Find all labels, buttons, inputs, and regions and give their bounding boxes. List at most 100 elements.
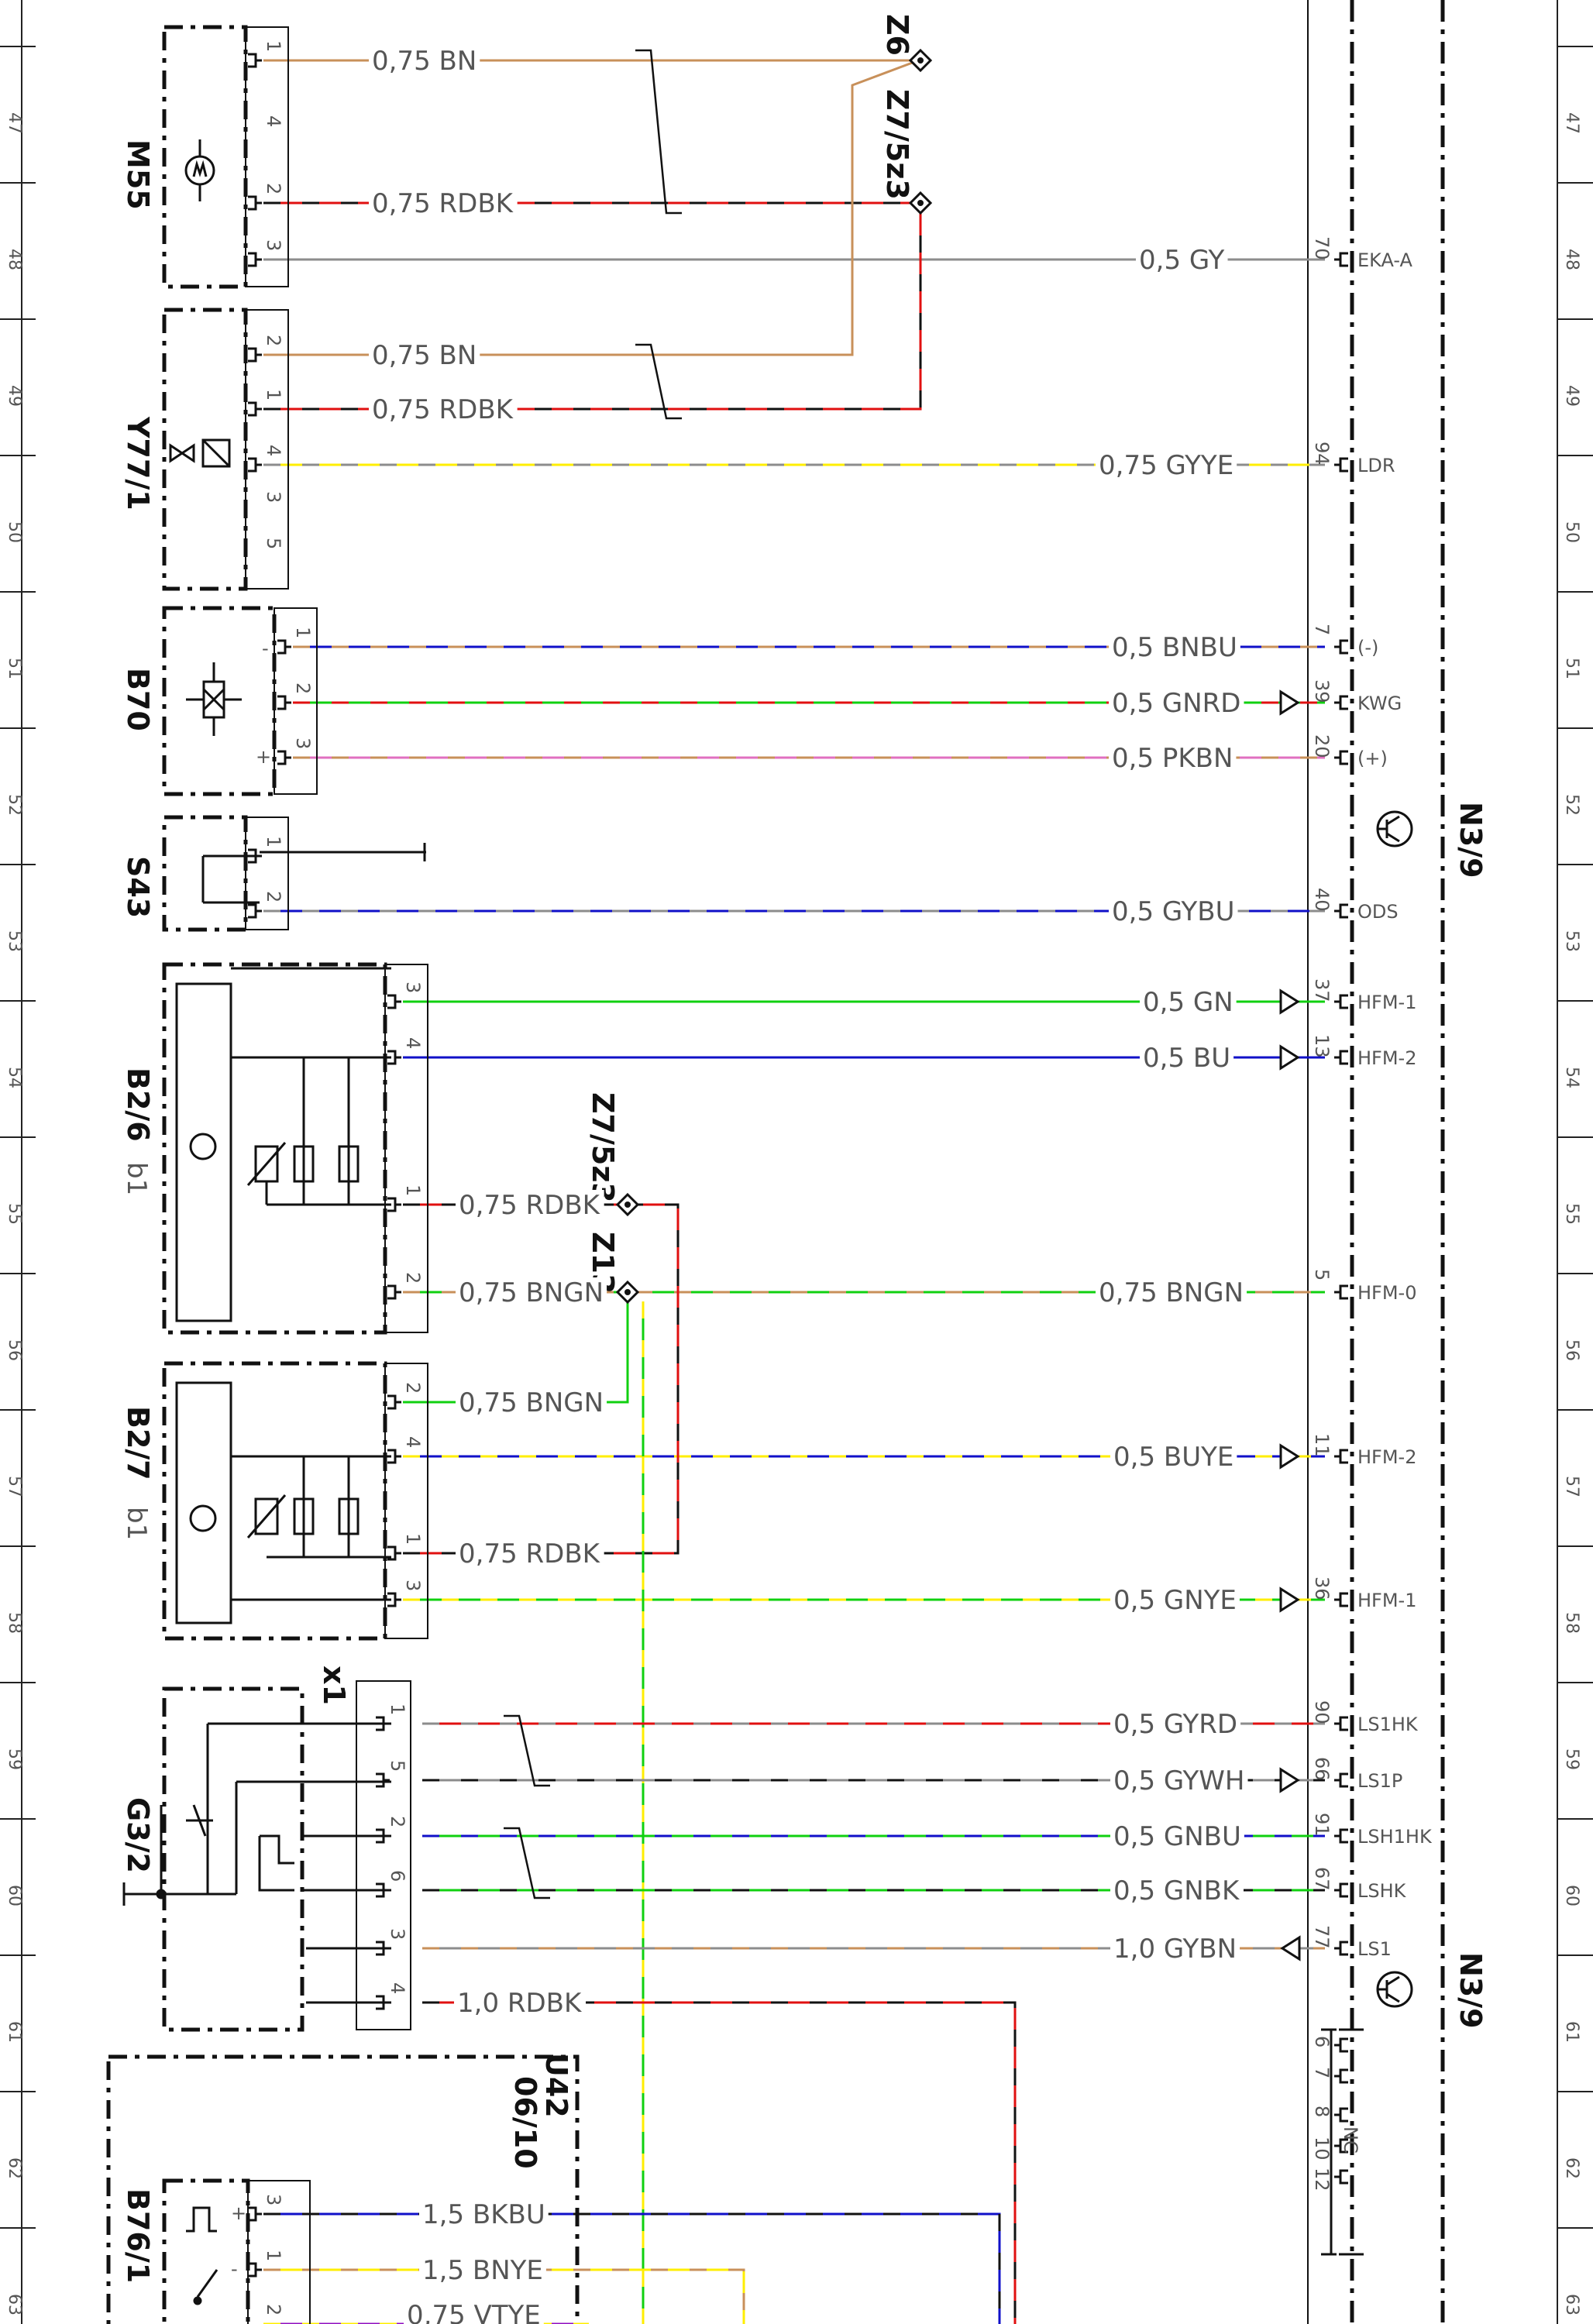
pin-number: 1 — [263, 836, 284, 847]
pin-connector — [246, 457, 263, 473]
grid-number: 57 — [5, 1476, 24, 1497]
pin-number: 4 — [402, 1436, 424, 1448]
grid-number: 63 — [5, 2294, 24, 2315]
grid-number: 52 — [5, 794, 24, 816]
pin-number: 10 — [1311, 2137, 1333, 2161]
pin-number: 1 — [387, 1703, 408, 1715]
label-g32: G3/2 — [121, 1797, 155, 1873]
wire-label: 0,75 RDBK — [459, 1538, 601, 1569]
label-b26: B2/6 — [121, 1067, 155, 1142]
arrow-in-icon — [1279, 989, 1299, 1014]
label-b76: B76/1 — [121, 2188, 155, 2283]
arrow-in-icon — [1279, 1444, 1299, 1469]
pin-number: 3 — [263, 2194, 284, 2205]
grid-number: 48 — [1562, 249, 1581, 270]
pin-number: 40 — [1311, 888, 1333, 912]
pin-connector — [386, 1394, 403, 1410]
pin-number: 5 — [387, 1760, 408, 1772]
signal-name: HFM-2 — [1357, 1446, 1417, 1468]
grid-number: 50 — [1562, 521, 1581, 543]
signal-name: LDR — [1357, 455, 1395, 476]
wire-label: 0,5 GY — [1139, 245, 1225, 276]
signal-name: NC — [1340, 2126, 1361, 2154]
wire-label: 0,75 RDBK — [459, 1190, 601, 1221]
pin-number: 2 — [263, 891, 284, 902]
wire-b27-1 — [403, 1203, 680, 1555]
pin-number: 1 — [263, 389, 284, 401]
wire-label: 0,75 VTYE — [407, 2300, 541, 2324]
wire-label: 0,5 BNBU — [1112, 632, 1237, 663]
pin-number: 1 — [402, 1184, 424, 1196]
grid-number: 55 — [1562, 1203, 1581, 1225]
wire-label: 0,5 GYRD — [1113, 1709, 1237, 1740]
pin-number: 77 — [1311, 1925, 1333, 1949]
pin-number: 1 — [292, 627, 314, 638]
arrow-out-icon — [1281, 1936, 1301, 1961]
signal-name: (-) — [1357, 637, 1378, 658]
label-n39-top: N3/9 — [1454, 802, 1488, 878]
signal-name: HFM-2 — [1357, 1047, 1417, 1069]
pin-connector — [1333, 1284, 1350, 1300]
pin-number: 70 — [1311, 236, 1333, 260]
wire-label: 0,75 BNGN — [459, 1277, 604, 1308]
pin-polarity: + — [231, 2202, 246, 2224]
pin-number: 4 — [263, 445, 284, 456]
grid-number: 54 — [5, 1067, 24, 1088]
pin-number: 94 — [1311, 442, 1333, 466]
pin-number: 13 — [1311, 1034, 1333, 1058]
wire-label: 0,5 GYBU — [1112, 896, 1235, 927]
pin-connector — [1333, 1772, 1350, 1788]
pin-number: 3 — [402, 1580, 424, 1591]
wire-label: 0,5 PKBN — [1112, 743, 1233, 774]
pin-connector — [276, 639, 293, 655]
pin-connector — [246, 401, 263, 417]
pin-connector — [1333, 639, 1350, 655]
label-z7-mid: Z7/5z3 — [586, 1092, 620, 1203]
pin-connector — [246, 2262, 263, 2278]
grid-number: 51 — [1562, 658, 1581, 679]
wire-label: 0,75 BNGN — [459, 1387, 604, 1418]
label-z6: Z6 — [880, 14, 914, 56]
pin-number: 1 — [263, 40, 284, 52]
sensor-b70-symbol — [186, 662, 242, 736]
signal-name: KWG — [1357, 693, 1402, 714]
pin-polarity: - — [231, 2258, 238, 2280]
hfm-b27-symbol — [175, 1381, 391, 1624]
pin-connector — [1333, 1941, 1350, 1956]
arrow-in-icon — [1279, 1768, 1299, 1793]
g32-symbol — [122, 1722, 391, 2004]
wire-label: 0,5 GNRD — [1112, 688, 1240, 719]
pin-connector — [1333, 2068, 1350, 2084]
pin-number: 39 — [1311, 679, 1333, 703]
pin-number: 11 — [1311, 1433, 1333, 1457]
grid-number: 49 — [1562, 385, 1581, 407]
signal-name: HFM-1 — [1357, 1590, 1417, 1611]
pin-strips — [245, 26, 428, 2324]
grid-number: 58 — [5, 1612, 24, 1634]
wire-x1-4-stripe — [422, 2001, 1017, 2324]
grid-number: 62 — [1562, 2157, 1581, 2179]
grid-number: 53 — [5, 930, 24, 952]
grid-number: 60 — [5, 1885, 24, 1906]
wire-label: 1,5 BKBU — [422, 2199, 545, 2230]
wire-label: 0,75 RDBK — [372, 188, 514, 219]
arrow-in-icon — [1279, 690, 1299, 715]
grid-number: 60 — [1562, 1885, 1581, 1906]
label-b26-sub: b1 — [121, 1162, 152, 1195]
signal-name: LSH1HK — [1357, 1826, 1433, 1848]
grid-number: 63 — [1562, 2294, 1581, 2315]
grid-number: 56 — [1562, 1339, 1581, 1361]
pin-number: 4 — [263, 115, 284, 127]
wire-label: 0,75 RDBK — [372, 394, 514, 425]
valve-symbol — [169, 438, 231, 468]
grid-number: 54 — [1562, 1067, 1581, 1088]
wire-label: 0,75 BN — [372, 46, 477, 77]
pin-number: 3 — [387, 1928, 408, 1940]
pin-polarity: - — [262, 638, 269, 659]
wire-label: 1,0 RDBK — [457, 1988, 583, 2019]
wire-b27-1-stripe — [403, 1203, 680, 1555]
label-x1: x1 — [317, 1666, 351, 1705]
pin-connector — [1333, 1050, 1350, 1065]
wire-label: 1,5 BNYE — [422, 2255, 543, 2286]
